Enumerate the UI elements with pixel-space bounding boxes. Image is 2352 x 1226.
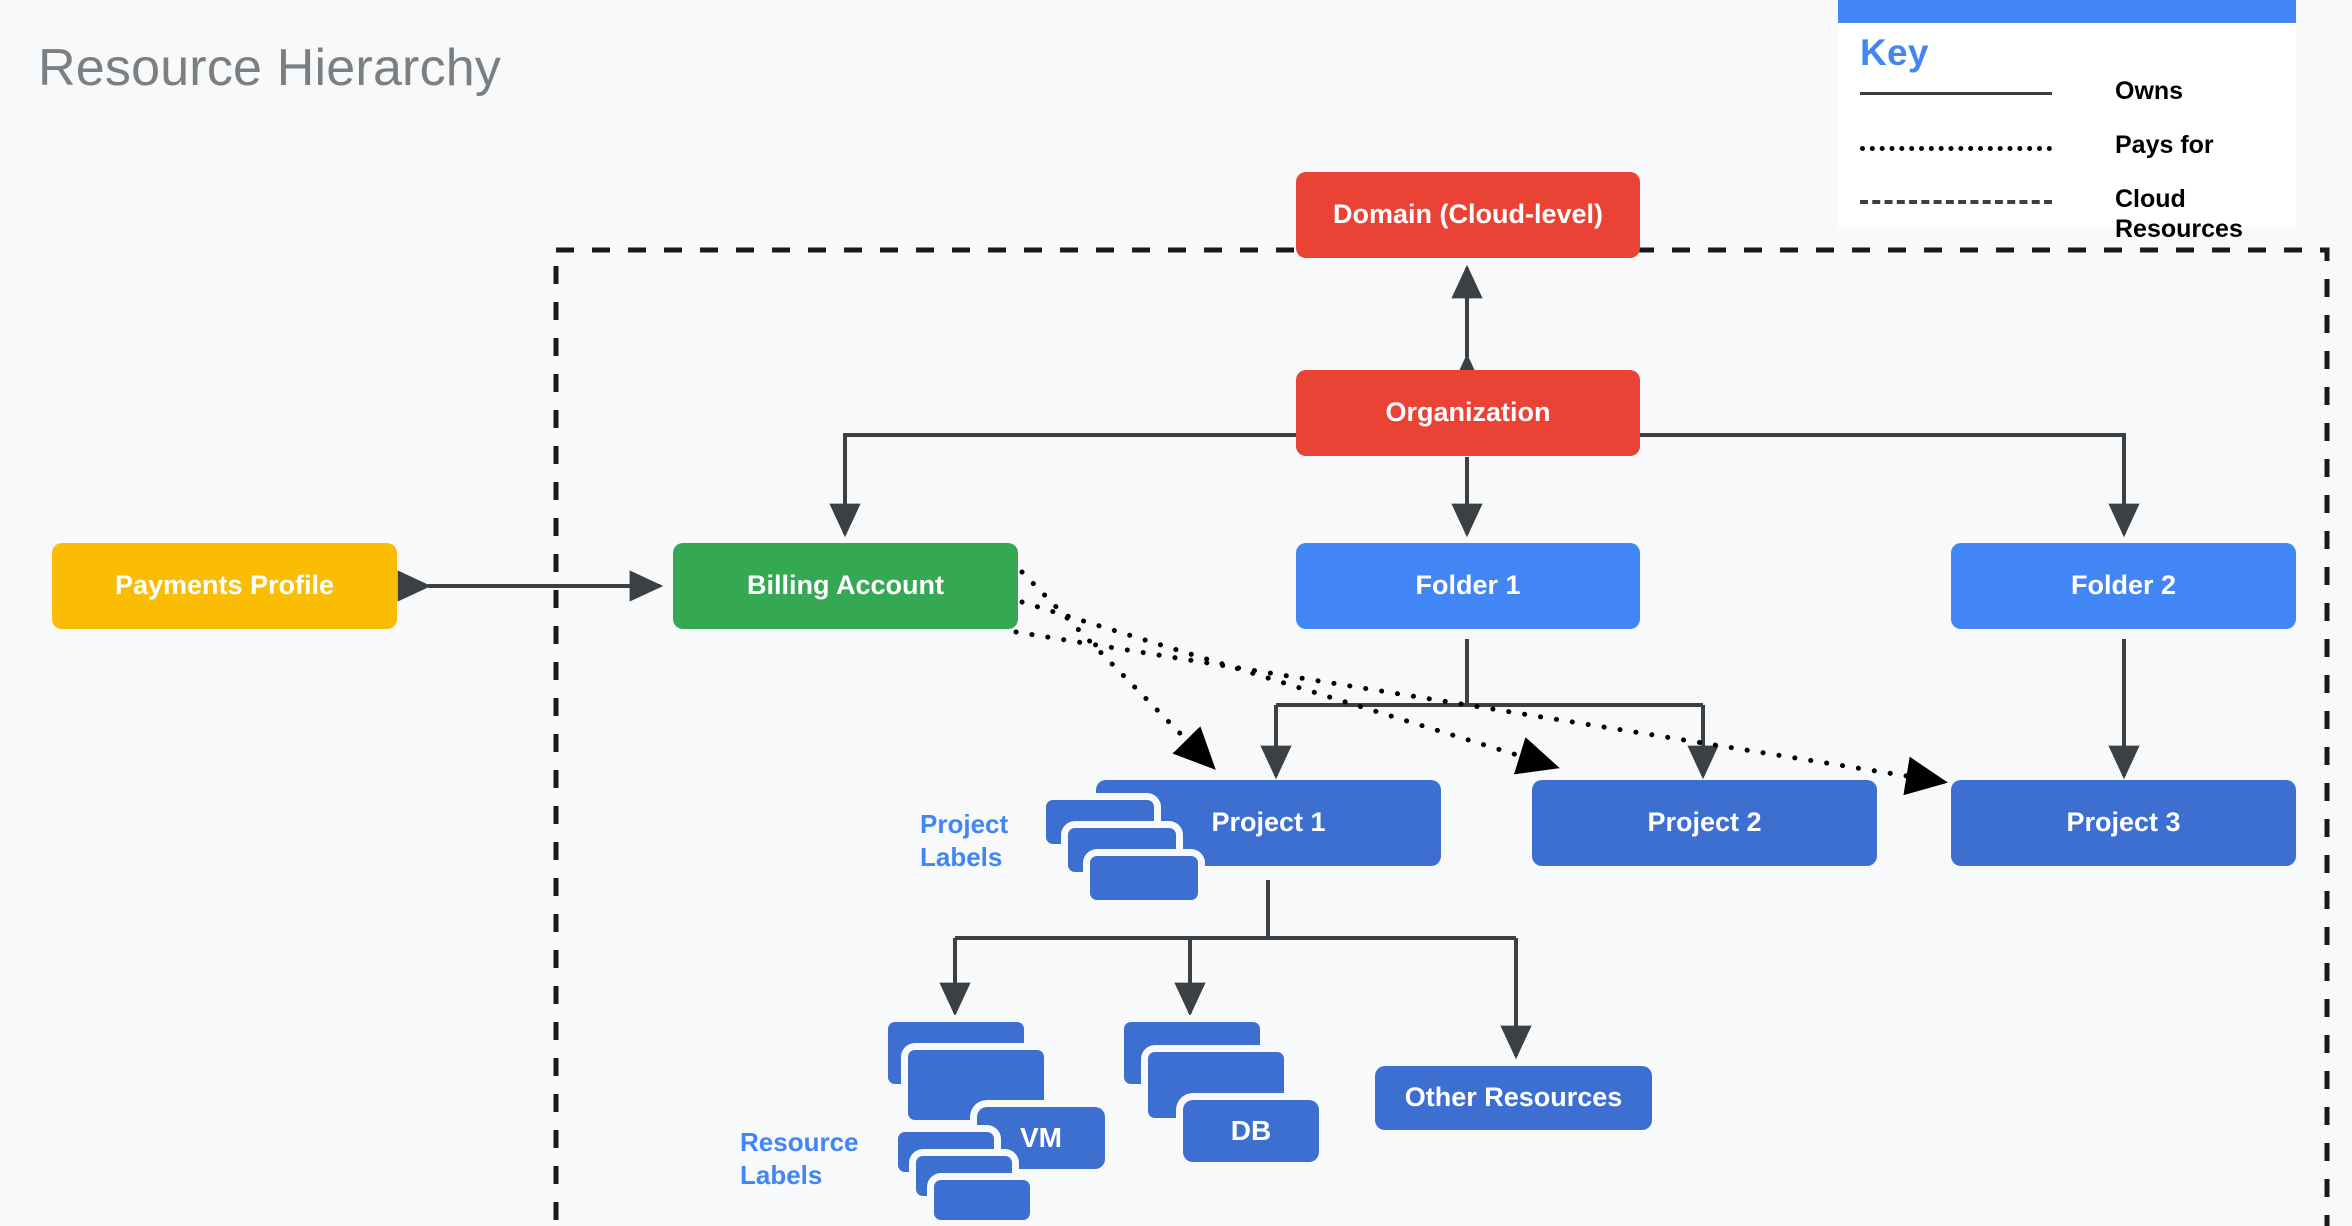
legend-accent-bar bbox=[1838, 0, 2296, 23]
legend-label-pays-for: Pays for bbox=[2115, 131, 2214, 159]
legend-row-owns: Owns bbox=[1860, 77, 2280, 132]
node-other-resources[interactable]: Other Resources bbox=[1375, 1066, 1652, 1130]
node-payments-profile[interactable]: Payments Profile bbox=[52, 543, 397, 629]
node-folder-2[interactable]: Folder 2 bbox=[1951, 543, 2296, 629]
legend-title: Key bbox=[1860, 32, 1929, 73]
cloud-resources-boundary bbox=[553, 247, 2330, 1226]
legend-rows: Owns Pays for Cloud Resources bbox=[1860, 77, 2280, 243]
node-project-2[interactable]: Project 2 bbox=[1532, 780, 1877, 866]
edge-billing-project2-paysfor bbox=[1019, 599, 1560, 775]
project-label-chip-3 bbox=[1090, 856, 1198, 900]
node-organization[interactable]: Organization bbox=[1296, 370, 1640, 456]
node-db[interactable]: DB bbox=[1183, 1100, 1319, 1162]
node-folder-1[interactable]: Folder 1 bbox=[1296, 543, 1640, 629]
project-labels-text: Project Labels bbox=[920, 809, 1009, 873]
legend-panel: Key Owns Pays for Cloud Resources bbox=[1838, 0, 2296, 243]
edge-billing-project1-paysfor bbox=[1019, 569, 1216, 770]
node-project-3[interactable]: Project 3 bbox=[1951, 780, 2296, 866]
legend-line-solid-icon bbox=[1860, 92, 2052, 95]
vm-label-chip-3 bbox=[934, 1180, 1030, 1220]
legend-label-cloud-resources: Cloud Resources bbox=[2115, 185, 2243, 243]
legend-line-dotted-icon bbox=[1860, 146, 2052, 151]
edge-organization-folder2 bbox=[1640, 433, 2140, 538]
edge-folder1-projects bbox=[1274, 639, 1705, 773]
edge-organization-billing bbox=[829, 433, 1296, 538]
node-billing-account[interactable]: Billing Account bbox=[673, 543, 1018, 629]
node-domain[interactable]: Domain (Cloud-level) bbox=[1296, 172, 1640, 258]
page-title: Resource Hierarchy bbox=[38, 39, 502, 97]
legend-label-owns: Owns bbox=[2115, 77, 2184, 105]
legend-row-pays-for: Pays for bbox=[1860, 131, 2280, 186]
resource-labels-text: Resource Labels bbox=[740, 1127, 859, 1191]
legend-line-dashed-icon bbox=[1860, 200, 2052, 204]
legend-row-cloud-resources: Cloud Resources bbox=[1860, 185, 2280, 243]
